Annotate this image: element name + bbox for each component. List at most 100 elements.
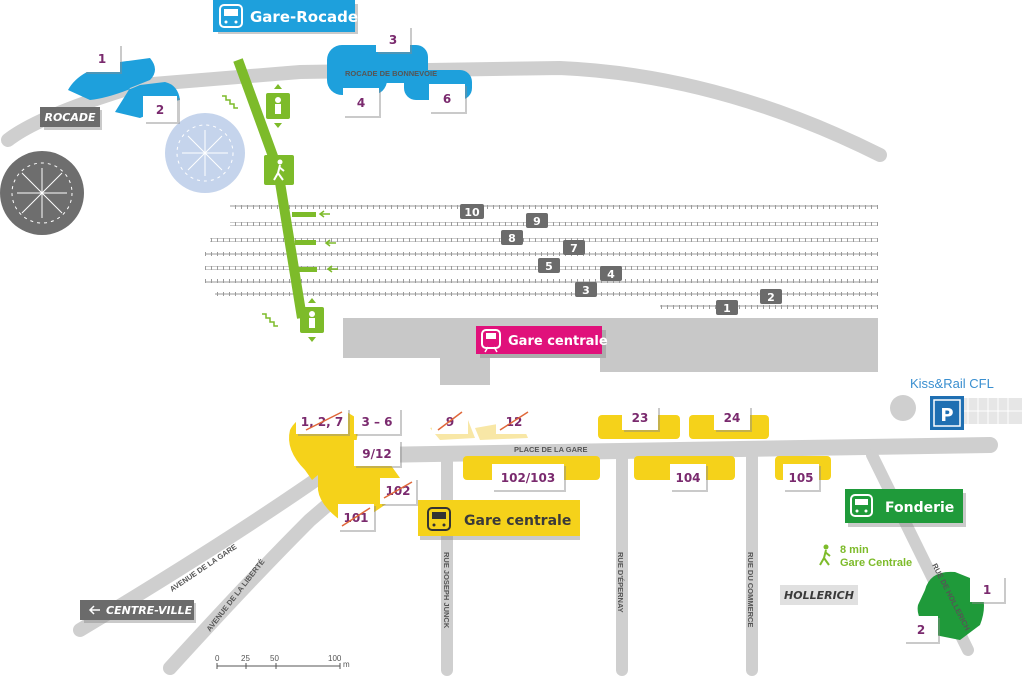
svg-text:0: 0: [215, 654, 220, 663]
platform-8: 8: [501, 230, 523, 245]
arrow-left-icon: [88, 605, 100, 615]
bus-stop-9-cancelled: 9: [432, 410, 468, 434]
svg-text:7: 7: [570, 242, 578, 255]
gare-centrale-train-sign: Gare centrale: [476, 326, 608, 358]
bus-stop-r1: 1: [84, 44, 122, 74]
bus-stop-104: 104: [670, 464, 708, 492]
svg-text:Gare centrale: Gare centrale: [508, 334, 608, 349]
bus-stop-12-cancelled: 12: [496, 410, 532, 434]
place-centre-ville: CENTRE-VILLE: [80, 600, 196, 623]
svg-text:2: 2: [917, 623, 925, 637]
svg-text:HOLLERICH: HOLLERICH: [784, 589, 854, 602]
fonderie-stop-labels: 1 2: [904, 576, 1006, 644]
svg-text:50: 50: [270, 654, 279, 663]
place-de-la-gare-road: [362, 437, 998, 463]
parking-icon: P: [930, 396, 964, 430]
bus-stop-24: 24: [714, 406, 752, 432]
gare-rocade-sign: Gare-Rocade: [213, 0, 358, 34]
platform-1: 1: [716, 300, 738, 315]
svg-text:3: 3: [582, 284, 590, 297]
svg-text:9/12: 9/12: [362, 447, 391, 461]
bus-stop-r4: 4: [343, 88, 381, 118]
station-building: [343, 318, 878, 385]
centrale-stop-labels: 1, 2, 7 3 – 6 9/12 9 12 23 24 102/103 10…: [296, 406, 821, 532]
svg-text:1: 1: [98, 52, 106, 66]
svg-text:4: 4: [607, 268, 615, 281]
roundabout-rocade: [165, 113, 245, 193]
pedestrian-icon: [264, 155, 294, 185]
elevator-icon: [300, 298, 324, 342]
platform-3: 3: [575, 282, 597, 297]
bus-stop-f2: 2: [904, 616, 940, 644]
svg-text:9: 9: [533, 215, 541, 228]
kiss-and-rail-parking: Kiss&Rail CFL P: [890, 376, 1022, 430]
train-icon: [481, 329, 501, 353]
bus-stop-127: 1, 2, 7: [296, 408, 350, 436]
roundabout-west: [0, 151, 84, 235]
bus-stop-102: 102: [380, 478, 418, 506]
svg-text:2: 2: [767, 291, 775, 304]
svg-text:102/103: 102/103: [501, 471, 555, 485]
bus-stop-36: 3 – 6: [354, 408, 402, 436]
avenue-liberte-road: [163, 453, 387, 675]
svg-text:P: P: [940, 405, 953, 426]
bus-icon: [850, 494, 873, 517]
bus-stop-912: 9/12: [354, 440, 402, 468]
svg-text:RUE D'ÉPERNAY: RUE D'ÉPERNAY: [616, 552, 625, 613]
svg-text:102: 102: [385, 484, 410, 498]
bus-stop-101: 101: [338, 504, 376, 532]
svg-text:Gare-Rocade: Gare-Rocade: [250, 8, 358, 26]
svg-text:3: 3: [389, 33, 397, 47]
svg-text:24: 24: [724, 411, 741, 425]
svg-text:100: 100: [328, 654, 342, 663]
place-rocade: ROCADE: [40, 107, 102, 130]
svg-text:25: 25: [241, 654, 250, 663]
gare-centrale-bus-sign: Gare centrale: [418, 500, 580, 540]
svg-text:Fonderie: Fonderie: [885, 500, 954, 516]
svg-text:6: 6: [443, 92, 451, 106]
platform-labels: 10 9 8 7 5 4 3 1 2: [460, 204, 782, 315]
svg-text:1: 1: [983, 583, 991, 597]
platform-9: 9: [526, 213, 548, 228]
walking-time-note: 8 min Gare Centrale: [819, 544, 912, 569]
pedestrian-walkway: [222, 58, 338, 342]
svg-text:105: 105: [788, 471, 813, 485]
svg-text:ROCADE DE BONNEVOIE: ROCADE DE BONNEVOIE: [345, 69, 437, 78]
svg-text:5: 5: [545, 260, 553, 273]
elevator-icon: [266, 84, 290, 128]
svg-text:CENTRE-VILLE: CENTRE-VILLE: [106, 604, 193, 617]
svg-text:9: 9: [446, 415, 454, 429]
svg-text:Gare Centrale: Gare Centrale: [840, 557, 912, 569]
platform-4: 4: [600, 266, 622, 281]
pedestrian-icon: [819, 544, 831, 566]
svg-text:4: 4: [357, 96, 365, 110]
platform-2: 2: [760, 289, 782, 304]
platform-7: 7: [563, 240, 585, 255]
bus-stop-r2: 2: [143, 96, 180, 124]
svg-text:1: 1: [723, 302, 731, 315]
svg-text:8: 8: [508, 232, 516, 245]
svg-text:3 – 6: 3 – 6: [361, 415, 392, 429]
svg-text:m: m: [343, 660, 350, 669]
svg-text:8 min: 8 min: [840, 544, 869, 556]
svg-text:RUE DU COMMERCE: RUE DU COMMERCE: [746, 552, 755, 627]
svg-text:PLACE DE LA GARE: PLACE DE LA GARE: [514, 445, 587, 454]
svg-text:2: 2: [156, 103, 164, 117]
svg-text:ROCADE: ROCADE: [44, 111, 96, 124]
svg-text:23: 23: [632, 411, 649, 425]
bus-icon: [219, 4, 243, 28]
bus-stop-23: 23: [622, 406, 660, 432]
bus-stop-102-103: 102/103: [492, 464, 566, 492]
rocade-stop-labels: 1 2 3 4 6: [84, 26, 467, 124]
fonderie-sign: Fonderie: [845, 489, 966, 527]
svg-text:104: 104: [675, 471, 700, 485]
platform-5: 5: [538, 258, 560, 273]
bus-icon: [427, 507, 451, 531]
svg-text:AVENUE DE LA LIBERTÉ: AVENUE DE LA LIBERTÉ: [204, 557, 266, 633]
bus-stop-105: 105: [783, 464, 821, 492]
bus-stop-r3: 3: [376, 26, 412, 54]
bus-stop-r6: 6: [429, 84, 467, 114]
svg-text:RUE JOSEPH JUNCK: RUE JOSEPH JUNCK: [442, 552, 451, 629]
svg-text:10: 10: [464, 206, 480, 219]
